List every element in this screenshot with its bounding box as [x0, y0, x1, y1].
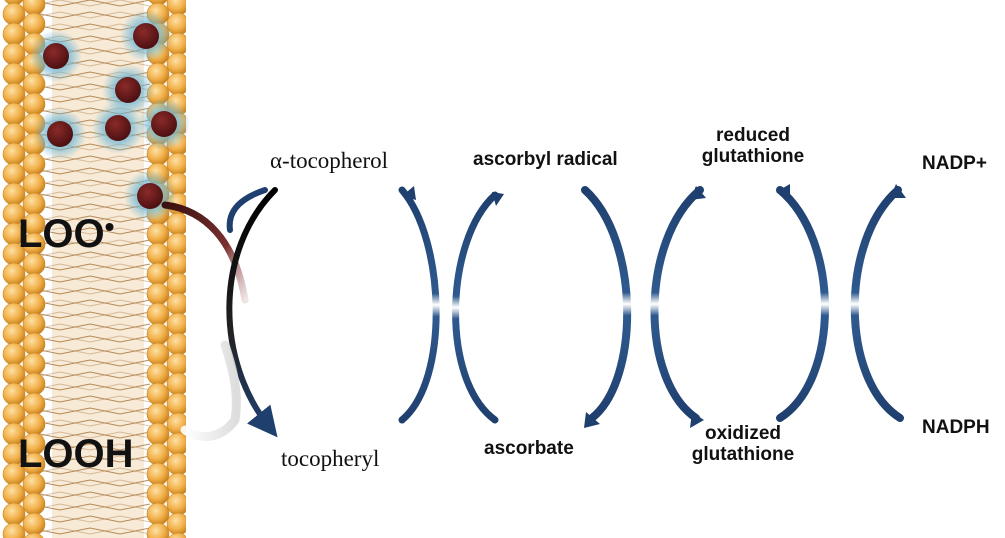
peroxyl-radical-label: LOO•	[18, 212, 114, 256]
reduced-glutathione-label: reduced glutathione	[688, 126, 818, 168]
tocopheryl-label: tocopheryl	[281, 446, 379, 471]
redox-cycle-arrows	[402, 184, 906, 428]
nadp-plus-label: NADP+	[922, 154, 987, 175]
alpha-tocopherol-label: α-tocopherol	[270, 148, 388, 173]
nadph-label: NADPH	[922, 418, 990, 439]
ascorbyl-radical-label: ascorbyl radical	[473, 150, 618, 171]
hydroperoxide-label: LOOH	[18, 432, 134, 476]
ascorbate-label: ascorbate	[484, 439, 574, 460]
oxidized-glutathione-label: oxidized glutathione	[678, 424, 808, 466]
radical-dot: •	[105, 211, 115, 242]
tocopherol-cycle	[185, 190, 275, 437]
